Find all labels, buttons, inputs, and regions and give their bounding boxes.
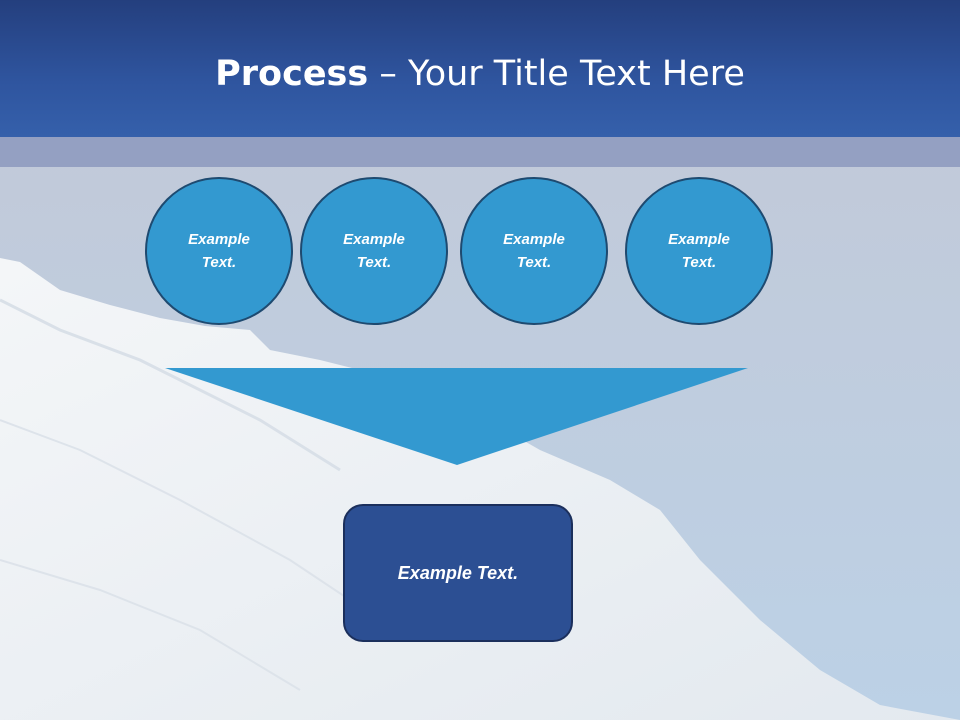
circle-label-line2: Text. [201, 254, 237, 271]
title-rest: – Your Title Text Here [368, 54, 745, 94]
slide-title: Process – Your Title Text Here [0, 52, 960, 96]
circle-label-line1: Example [668, 231, 730, 248]
circle-label-line2: Text. [681, 254, 717, 271]
title-bold: Process [215, 54, 369, 94]
result-box-label: Example Text. [397, 562, 519, 583]
header-accent-band [0, 137, 960, 167]
funnel-arrow [165, 368, 748, 465]
circle-label-line1: Example [343, 231, 405, 248]
circle-label-line2: Text. [516, 254, 552, 271]
circle-label-line1: Example [188, 231, 250, 248]
result-box: Example Text. [343, 504, 573, 642]
circle-label-line1: Example [503, 231, 565, 248]
circle-label-line2: Text. [356, 254, 392, 271]
title-header-bar [0, 0, 960, 137]
